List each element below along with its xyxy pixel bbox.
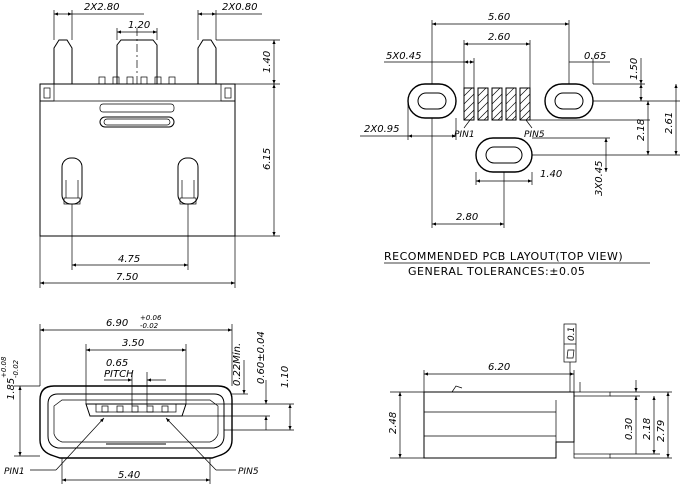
left-mounting-hole: [407, 83, 457, 119]
dim-outer-width: 6.90: [106, 318, 128, 329]
side-body-outline: [423, 391, 575, 459]
pcb-pin1-label: PIN1: [454, 130, 475, 140]
right-tab-outline: [197, 39, 217, 84]
dim-pad-width: 5X0.45: [386, 51, 421, 62]
dim-bottom-slot-width: 1.40: [540, 169, 562, 180]
top-lead: [573, 391, 611, 397]
dim-bottom-width: 5.40: [118, 470, 140, 481]
bottom-mounting-hole: [475, 137, 533, 173]
flatness-symbol-icon: [566, 349, 575, 359]
dim-tab-width: 2X2.80: [84, 2, 119, 13]
dim-side-overall-height: 2.79: [656, 420, 667, 442]
dim-body-height: 6.15: [262, 148, 273, 170]
front-view: 6.90 +0.06 -0.02 3.50 0.65 PITCH 1.85 +0…: [0, 314, 294, 484]
contact-pins: [101, 405, 169, 413]
pcb-layout-view: 5.60 2.60 5X0.45 0.65 1.50 2X0.95 2.18 2…: [360, 12, 680, 278]
tolerance-note: GENERAL TOLERANCES:±0.05: [408, 265, 585, 278]
dim-flatness: 0.1: [567, 327, 577, 341]
dim-side-body-height: 2.18: [642, 418, 653, 440]
dim-pitch: 0.65: [106, 358, 128, 369]
front-pin5-label: PIN5: [238, 467, 259, 477]
dim-inner-width: 3.50: [122, 338, 144, 349]
pcb-pin5-label: PIN5: [524, 130, 545, 140]
dim-slot-height: 1.50: [629, 58, 640, 80]
dim-bottom-slot-height: 3X0.45: [594, 161, 605, 196]
dim-outer-width-tol-upper: +0.06: [140, 314, 162, 322]
dim-min-gap: 0.22Min.: [232, 343, 243, 386]
pin-row: [98, 76, 176, 85]
dim-bottom-offset: 2.80: [456, 212, 478, 223]
dim-body-width: 7.50: [116, 272, 138, 283]
signal-pads: [463, 87, 531, 121]
dim-side-width: 2X0.80: [222, 2, 257, 13]
side-view: 0.1 6.20 2.48 0.30 2.18 2.79: [388, 323, 672, 459]
dim-center-width: 1.20: [128, 20, 150, 31]
dim-hole-pitch: 2X0.95: [364, 124, 399, 135]
left-tab-outline: [53, 39, 73, 84]
dim-overall-height: 2.61: [664, 112, 675, 134]
dim-tab-height: 1.40: [262, 51, 273, 73]
latch-slot: [99, 103, 175, 113]
left-mounting-post: [61, 157, 83, 205]
pcb-layout-title: RECOMMENDED PCB LAYOUT(TOP VIEW): [384, 250, 623, 263]
dim-contact-height: 0.60±0.04: [256, 331, 267, 384]
dim-pitch-label: PITCH: [104, 369, 134, 380]
bottom-lead: [573, 453, 611, 459]
dim-side-height: 2.48: [388, 412, 399, 434]
right-mounting-post: [177, 157, 199, 205]
dim-slot-width: 0.65: [584, 51, 606, 62]
dim-length: 6.20: [488, 362, 510, 373]
dim-height-tol-lower: -0.02: [12, 359, 20, 378]
dim-pin-span: 2.60: [488, 32, 510, 43]
connector-body-outline: [39, 83, 236, 237]
dim-pad-height: 2.18: [636, 119, 647, 141]
dim-post-span: 4.75: [118, 254, 140, 265]
dim-lead-height: 0.30: [624, 418, 635, 440]
dim-height-tol-upper: +0.08: [0, 356, 8, 378]
top-view: 2X2.80 1.20 2X0.80 1.40 6.15 4.75 7.50: [39, 2, 280, 288]
dim-height: 1.85: [6, 378, 17, 400]
dim-overall-width: 5.60: [488, 12, 510, 23]
shell-outline: [39, 385, 233, 459]
right-mounting-hole: [544, 83, 594, 119]
dim-outer-width-tol-lower: -0.02: [140, 322, 159, 330]
dim-tongue-height: 1.10: [280, 366, 291, 388]
front-pin1-label: PIN1: [4, 467, 25, 477]
